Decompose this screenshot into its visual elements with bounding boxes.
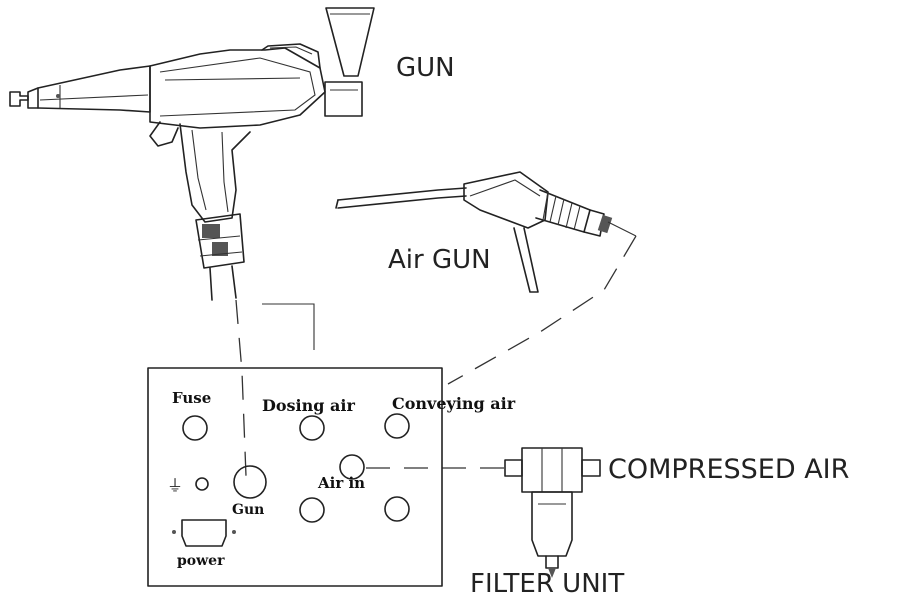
ground-symbol: ⏚	[167, 476, 183, 495]
conveying-air-label: Conveying air	[392, 394, 516, 413]
air-in-label: Air in	[317, 474, 365, 492]
ground-terminal	[195, 477, 209, 491]
extra-outlet-right	[384, 496, 410, 522]
air-in-outlet	[339, 454, 365, 480]
filter-unit-title: FILTER UNIT	[470, 569, 624, 599]
connection-lines	[235, 235, 637, 477]
dosing-air-label: Dosing air	[262, 396, 355, 415]
gun-outlet	[233, 465, 267, 499]
air-gun-title: Air GUN	[388, 245, 491, 275]
power-socket	[181, 519, 227, 547]
filter-unit-drawing	[504, 447, 601, 578]
fuse-outlet	[182, 415, 208, 441]
air-gun-drawing	[335, 171, 637, 293]
conveying-air-outlet	[384, 413, 410, 439]
gun-label: Gun	[232, 502, 264, 518]
spray-gun-drawing	[9, 7, 375, 301]
gun-title: GUN	[396, 53, 455, 83]
control-panel: Fuse Dosing air Conveying air ⏚ Gun Air …	[147, 367, 516, 587]
extra-outlet-left	[299, 497, 325, 523]
power-label: power	[177, 553, 225, 569]
fuse-label: Fuse	[172, 389, 211, 407]
compressed-air-title: COMPRESSED AIR	[608, 454, 849, 485]
dosing-air-outlet	[299, 415, 325, 441]
